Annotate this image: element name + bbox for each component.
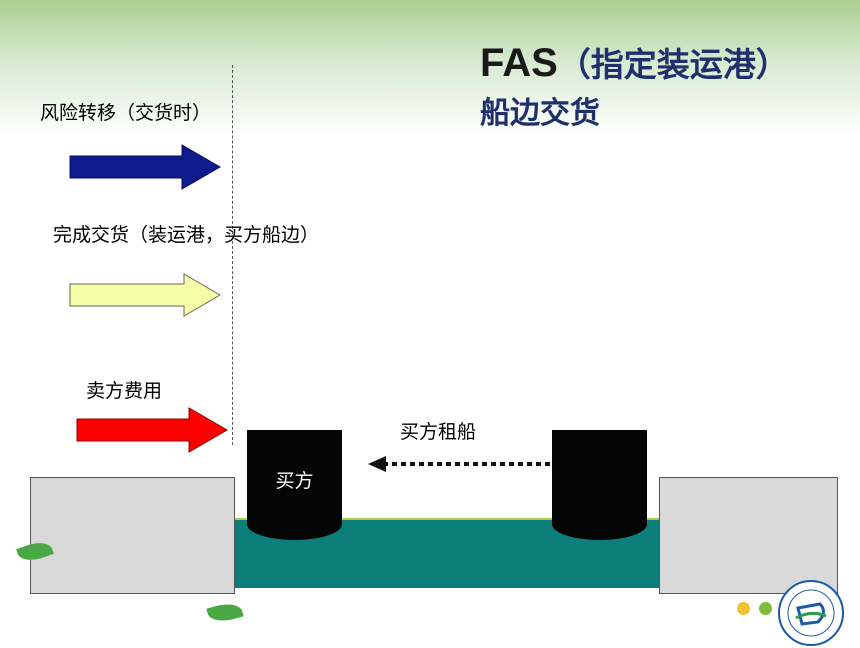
green-dot-icon: [759, 602, 772, 615]
seller-cost-arrow: [76, 407, 228, 453]
risk-transfer-label: 风险转移（交货时）: [40, 102, 212, 124]
title-parenthetical: （指定装运港）: [557, 45, 789, 84]
page-subtitle: 船边交货: [480, 96, 600, 131]
buyer-ship-label: 买方: [275, 470, 314, 492]
delivery-done-arrow: [69, 273, 221, 317]
yellow-dot-icon: [737, 602, 750, 615]
delivery-done-label: 完成交货（装运港，买方船边）: [53, 224, 320, 246]
chartered-ship-hull: [552, 524, 647, 540]
university-logo: [778, 580, 844, 646]
delivery-boundary-line: [232, 65, 233, 445]
buyer-charter-label: 买方租船: [400, 421, 477, 443]
destination-port-dock: [659, 477, 838, 594]
buyer-ship: 买方: [247, 430, 342, 525]
departure-port-dock: [30, 477, 235, 594]
leaf-icon: [206, 599, 244, 626]
seller-cost-label: 卖方费用: [86, 380, 163, 402]
chartered-ship: [552, 430, 647, 525]
risk-transfer-arrow: [69, 144, 221, 190]
page-title: FAS（指定装运港）: [480, 38, 789, 86]
header-background: [0, 0, 860, 135]
title-abbreviation: FAS: [480, 41, 558, 85]
buyer-ship-hull: [247, 524, 342, 540]
buyer-charter-arrow: [368, 456, 550, 472]
